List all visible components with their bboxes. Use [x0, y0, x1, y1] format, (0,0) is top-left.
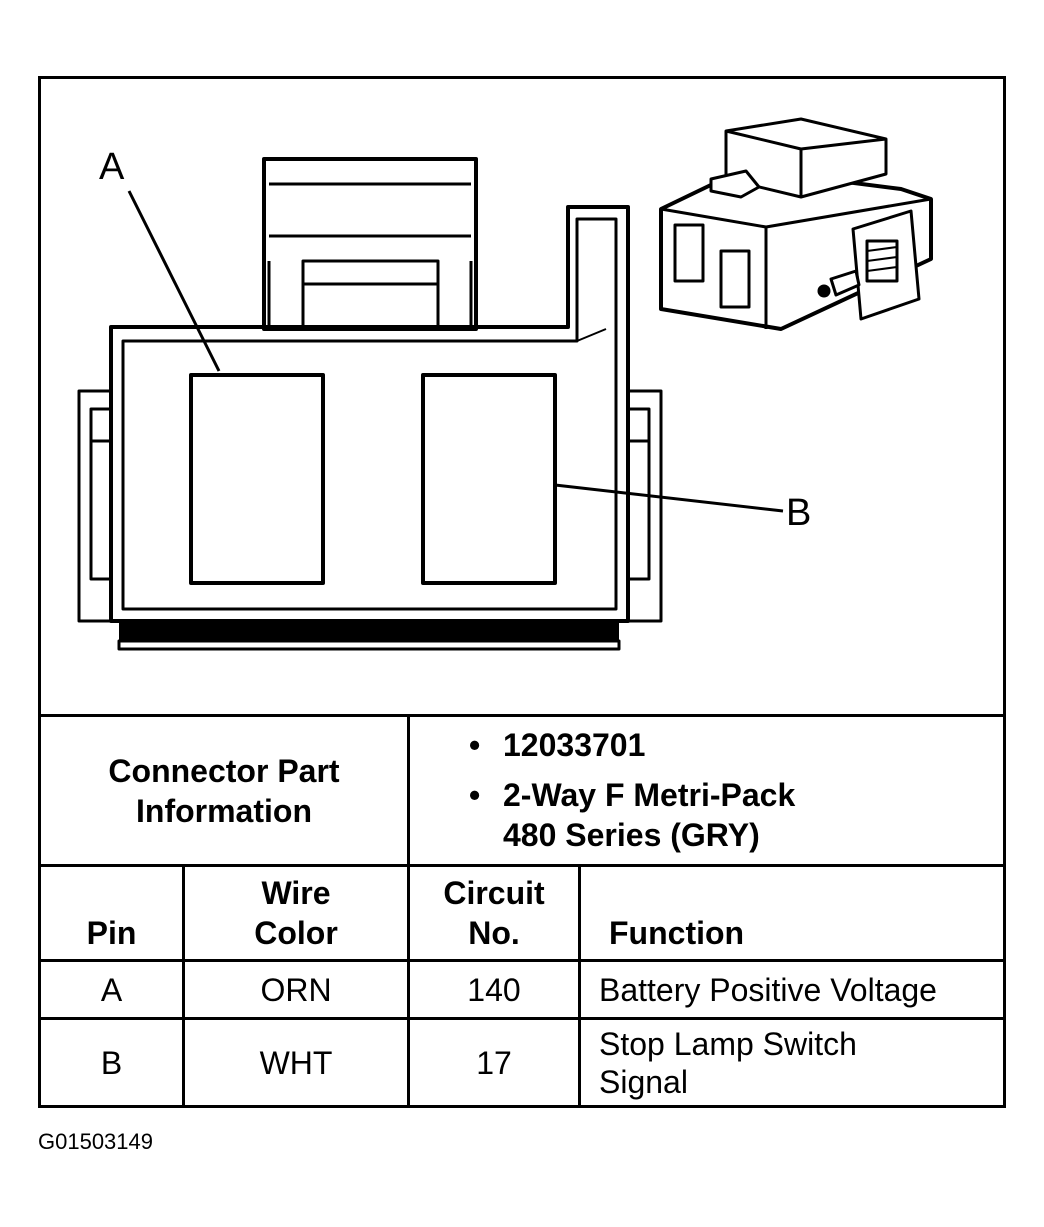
row-a-function: Battery Positive Voltage	[581, 962, 1003, 1017]
connector-right-tab	[628, 389, 663, 623]
header-wire-color: Wire Color	[185, 867, 407, 959]
terminal-cavity-b	[421, 373, 557, 585]
bullet-symbol: •	[469, 777, 481, 813]
row-divider	[41, 1017, 1003, 1020]
header-circuit: Circuit No.	[410, 867, 578, 959]
row-b-wire-color: WHT	[185, 1020, 407, 1105]
header-circuit-line1: Circuit	[443, 875, 545, 911]
header-circuit-line2: No.	[468, 915, 520, 951]
col-divider-3	[578, 864, 581, 1105]
bullet-symbol: •	[469, 727, 481, 763]
row-b-circuit: 17	[410, 1020, 578, 1105]
header-wire-color-line2: Color	[254, 915, 338, 951]
connector-body	[109, 205, 630, 623]
row-b-function: Stop Lamp Switch Signal	[581, 1020, 1003, 1105]
part-number: 12033701	[503, 727, 646, 763]
connector-type-line2: 480 Series (GRY)	[503, 817, 760, 853]
connector-face-diagram: A B	[77, 117, 933, 651]
leader-line-b	[554, 483, 784, 513]
row-a-wire-color: ORN	[185, 962, 407, 1017]
connector-bottom-rail	[119, 621, 619, 641]
connector-left-tab	[77, 389, 111, 623]
row-a-function-value: Battery Positive Voltage	[599, 971, 937, 1008]
header-bottom-line	[41, 959, 1003, 962]
part-info-label-line2: Information	[136, 792, 312, 829]
table-top-line	[41, 864, 1003, 867]
row-b-pin-value: B	[100, 1044, 123, 1081]
row-a-circuit-value: 140	[467, 971, 521, 1008]
leader-line-a	[127, 190, 221, 372]
row-b-pin: B	[41, 1020, 182, 1105]
figure-code: G01503149	[38, 1129, 153, 1154]
connector-3d-view	[659, 117, 933, 331]
connector-type-line1: 2-Way F Metri-Pack	[503, 777, 796, 813]
row-b-function-line2: Signal	[599, 1063, 688, 1100]
row-a-circuit: 140	[410, 962, 578, 1017]
callout-b: B	[786, 492, 811, 534]
terminal-cavity-a	[189, 373, 325, 585]
row-a-wire-color-value: ORN	[260, 971, 332, 1008]
row-a-pin-value: A	[100, 971, 123, 1008]
header-pin-label: Pin	[86, 915, 137, 951]
header-function-label: Function	[609, 915, 745, 951]
col-divider-2	[407, 864, 410, 1105]
connector-top-latch	[262, 157, 478, 331]
header-wire-color-line1: Wire	[261, 875, 331, 911]
part-info-label: Connector Part Information	[41, 717, 407, 864]
part-info-label-line1: Connector Part	[108, 752, 340, 789]
connector-figure-frame: A B Connector Part Information • 12033701…	[38, 76, 1006, 1108]
row-b-function-line1: Stop Lamp Switch	[599, 1025, 857, 1062]
row-b-wire-color-value: WHT	[259, 1044, 333, 1081]
col-divider-1	[182, 864, 185, 1105]
header-function: Function	[581, 867, 1003, 959]
section-divider	[41, 714, 1003, 717]
row-a-pin: A	[41, 962, 182, 1017]
connector-type-bullet: • 2-Way F Metri-Pack 480 Series (GRY)	[469, 775, 795, 855]
callout-a: A	[99, 146, 125, 188]
row-b-circuit-value: 17	[476, 1044, 512, 1081]
header-pin: Pin	[41, 867, 182, 959]
part-info-divider	[407, 714, 410, 864]
part-number-bullet: • 12033701	[469, 725, 645, 765]
